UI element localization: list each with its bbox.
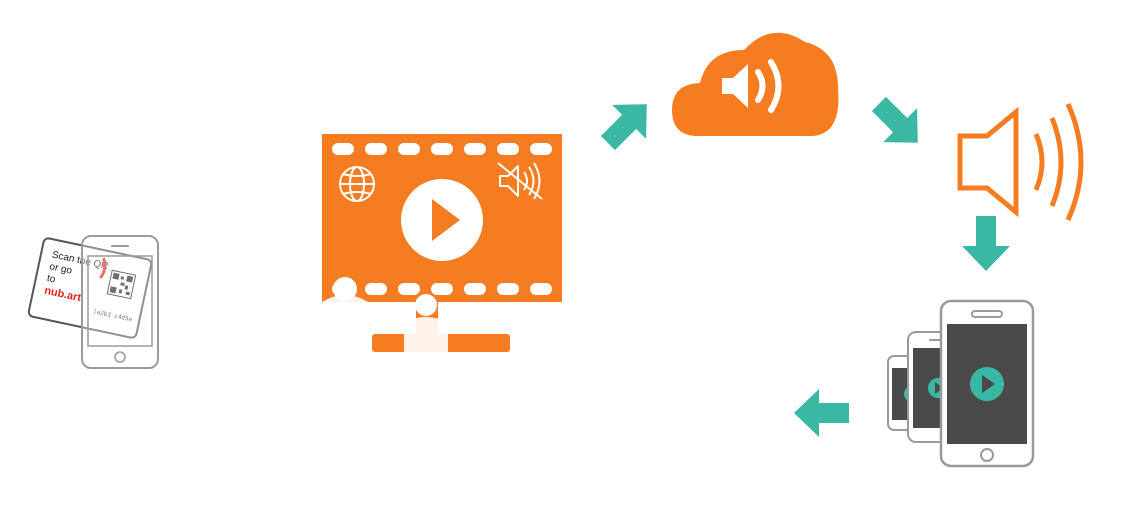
film-perforation xyxy=(398,143,420,155)
film-perforations-top xyxy=(332,143,552,155)
smartphone-icon xyxy=(81,235,159,369)
qr-card-and-phone: Scan the QR or go to nub.art la2b3 c4d5e xyxy=(27,235,159,369)
audience-icon xyxy=(265,277,448,460)
card-with-qr-icon: Scan the QR or go to nub.art la2b3 c4d5e xyxy=(27,237,153,339)
film-perforation xyxy=(431,283,453,295)
film-perforation xyxy=(497,143,519,155)
arrow-monitor-to-cloud xyxy=(590,87,664,161)
card-line-3: to xyxy=(46,273,57,286)
phone-front xyxy=(939,299,1035,468)
film-perforation xyxy=(398,283,420,295)
brand-mark-icon xyxy=(99,257,107,279)
card-line-2: or go xyxy=(48,261,73,277)
film-perforation xyxy=(332,143,354,155)
phones-playing-icon xyxy=(887,299,1035,468)
qr-code-icon xyxy=(106,269,137,300)
film-perforation xyxy=(431,143,453,155)
arrow-cloud-to-speaker xyxy=(861,86,935,160)
arrow-phones-to-card xyxy=(794,389,849,437)
arrow-speaker-to-phones xyxy=(962,216,1010,271)
film-perforation xyxy=(530,283,552,295)
video-monitor-icon xyxy=(265,134,562,460)
film-perforation xyxy=(497,283,519,295)
film-perforation xyxy=(365,143,387,155)
film-perforation xyxy=(464,283,486,295)
film-perforation xyxy=(530,143,552,155)
muted-speaker-icon xyxy=(497,162,543,200)
speaker-icon xyxy=(957,102,1084,222)
play-icon xyxy=(401,179,483,261)
globe-icon xyxy=(339,166,375,202)
cloud-speaker-icon xyxy=(722,59,782,113)
film-perforation xyxy=(365,283,387,295)
film-perforation xyxy=(464,143,486,155)
cloud-audio-icon xyxy=(672,32,839,136)
